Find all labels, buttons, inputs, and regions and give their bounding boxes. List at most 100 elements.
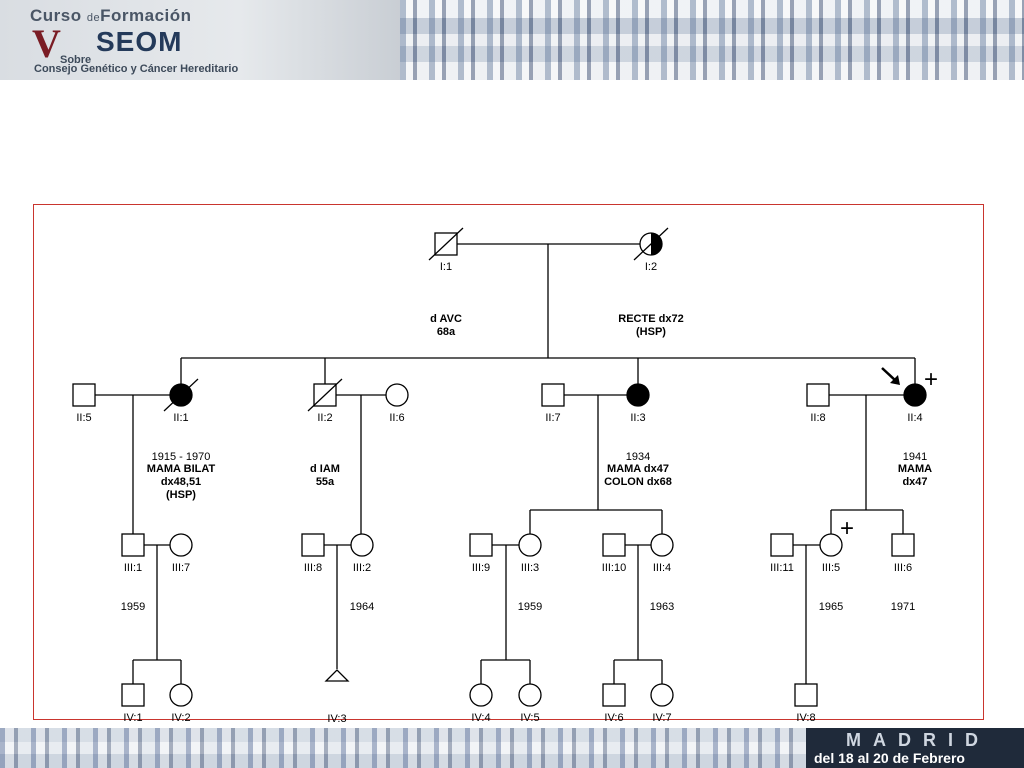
annotation-ii4-dx2: dx47	[902, 476, 927, 488]
male-symbol	[602, 533, 626, 557]
individual-iii-11	[770, 533, 794, 557]
logo-seom: SEOM	[96, 26, 183, 57]
logo-subtitle: Consejo Genético y Cáncer Hereditario	[34, 63, 239, 75]
label-iii-6: III:6	[894, 562, 912, 574]
individual-ii-8	[806, 383, 830, 407]
deceased-slash	[428, 227, 464, 261]
logo-title-curso: Curso deFormación	[30, 6, 192, 26]
male-symbol	[72, 383, 96, 407]
female-symbol	[650, 683, 674, 707]
male-symbol	[770, 533, 794, 557]
female-affected-symbol	[903, 383, 927, 407]
individual-ii-7	[541, 383, 565, 407]
annotation-ii3-dx: MAMA dx47	[607, 463, 669, 475]
label-iv-1: IV:1	[123, 712, 142, 724]
individual-ii-6	[385, 383, 409, 407]
individual-iii-9	[469, 533, 493, 557]
male-symbol	[794, 683, 818, 707]
individual-i-2	[633, 227, 669, 261]
deceased-slash	[633, 227, 669, 261]
female-symbol	[350, 533, 374, 557]
annotation-iii1-year: 1959	[121, 601, 145, 613]
annotation-ii1-dx: MAMA BILAT	[147, 463, 216, 475]
logo-word-de: de	[86, 12, 101, 24]
male-symbol	[806, 383, 830, 407]
proband-arrow-icon	[881, 367, 900, 385]
individual-iii-7	[169, 533, 193, 557]
male-symbol	[469, 533, 493, 557]
label-iii-8: III:8	[304, 562, 322, 574]
label-iv-6: IV:6	[604, 712, 623, 724]
annotation-iii2-year: 1964	[350, 601, 374, 613]
individual-iii-2	[350, 533, 374, 557]
female-symbol	[518, 683, 542, 707]
individual-iv-7	[650, 683, 674, 707]
individual-ii-1	[163, 378, 199, 412]
label-ii-7: II:7	[545, 412, 560, 424]
logo-word-curso: Curso	[30, 6, 82, 25]
female-symbol	[169, 533, 193, 557]
individual-iv-2	[169, 683, 193, 707]
label-iii-9: III:9	[472, 562, 490, 574]
female-symbol	[169, 683, 193, 707]
label-iv-5: IV:5	[520, 712, 539, 724]
label-ii-1: II:1	[173, 412, 188, 424]
individual-iii-1	[121, 533, 145, 557]
label-iii-7: III:7	[172, 562, 190, 574]
label-iii-10: III:10	[602, 562, 626, 574]
annotation-i2-dx: RECTE dx72	[618, 313, 683, 325]
label-iii-5: III:5	[822, 562, 840, 574]
annotation-ii4-dx: MAMA	[898, 463, 932, 475]
label-ii-3: II:3	[630, 412, 645, 424]
annotation-iii4-year: 1963	[650, 601, 674, 613]
deceased-slash	[307, 378, 343, 412]
annotation-iii5-year: 1965	[819, 601, 843, 613]
individual-iii-10	[602, 533, 626, 557]
annotation-ii3-year: 1934	[626, 451, 650, 463]
label-iv-7: IV:7	[652, 712, 671, 724]
label-i-2: I:2	[645, 261, 657, 273]
annotation-i1-age: 68a	[437, 326, 456, 338]
pedigree-lines	[95, 243, 916, 684]
individual-ii-4	[903, 383, 927, 407]
footer-city: MADRID	[846, 730, 990, 750]
carrier-plus-iii5: +	[840, 515, 854, 542]
individual-iv-8	[794, 683, 818, 707]
unknown-sex-symbol	[324, 669, 350, 682]
individual-iii-8	[301, 533, 325, 557]
male-symbol	[121, 533, 145, 557]
female-symbol	[385, 383, 409, 407]
footer-madrid-banner: MADRID del 18 al 20 de Febrero	[806, 728, 1024, 768]
annotation-i1-cause: d AVC	[430, 313, 462, 325]
label-iii-11: III:11	[770, 562, 794, 574]
label-iv-4: IV:4	[471, 712, 490, 724]
individual-iii-3	[518, 533, 542, 557]
annotation-ii4-year: 1941	[903, 451, 927, 463]
individual-iii-5	[819, 533, 843, 557]
label-iii-2: III:2	[353, 562, 371, 574]
deceased-slash	[163, 378, 199, 412]
label-i-1: I:1	[440, 261, 452, 273]
label-iv-8: IV:8	[796, 712, 815, 724]
label-iii-1: III:1	[124, 562, 142, 574]
label-ii-4: II:4	[907, 412, 922, 424]
individual-ii-5	[72, 383, 96, 407]
male-symbol	[301, 533, 325, 557]
annotation-ii3-dx2: COLON dx68	[604, 476, 672, 488]
female-symbol	[819, 533, 843, 557]
individual-iv-5	[518, 683, 542, 707]
individual-ii-3	[626, 383, 650, 407]
pedigree-symbols	[72, 227, 927, 707]
individual-iii-6	[891, 533, 915, 557]
carrier-plus-ii4: +	[924, 366, 938, 393]
label-ii-8: II:8	[810, 412, 825, 424]
label-iii-4: III:4	[653, 562, 671, 574]
footer-dates: del 18 al 20 de Febrero	[814, 750, 965, 766]
label-ii-5: II:5	[76, 412, 91, 424]
male-symbol	[121, 683, 145, 707]
label-ii-2: II:2	[317, 412, 332, 424]
annotation-iii6-year: 1971	[891, 601, 915, 613]
individual-i-1	[428, 227, 464, 261]
